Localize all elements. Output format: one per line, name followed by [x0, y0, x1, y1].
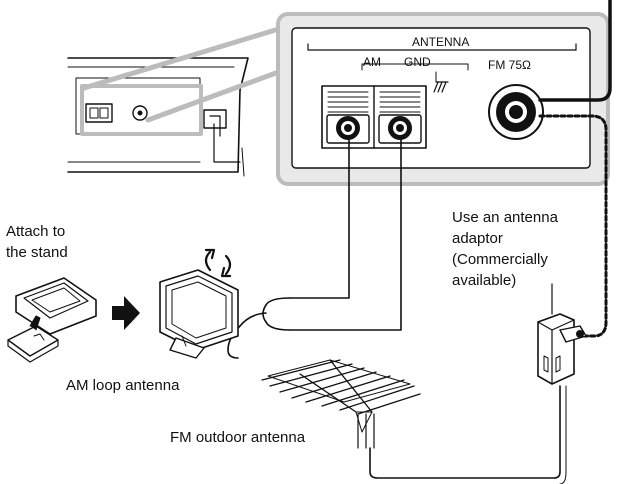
attach-stand-line2: the stand	[6, 244, 68, 261]
fm-dashed-cable	[538, 114, 608, 338]
zoom-callout	[81, 25, 287, 123]
rotate-arrows-icon	[204, 248, 232, 278]
receiver-fm-jack-thumb	[132, 105, 148, 121]
antenna-header-label: ANTENNA	[412, 35, 470, 49]
am-bracket	[361, 63, 469, 71]
adaptor-label-line1: Use an antenna	[452, 209, 558, 226]
fm-outdoor-antenna-icon	[261, 359, 421, 449]
adaptor-label-line2: adaptor	[452, 230, 503, 247]
fm-solid-cable	[538, 0, 612, 102]
am-loop-antenna-label: AM loop antenna	[66, 377, 180, 394]
attach-stand-line1: Attach to	[6, 223, 66, 240]
fm-antenna-cable	[369, 385, 561, 479]
am-gnd-terminal-block	[321, 85, 427, 149]
adaptor-label-line3: (Commercially	[452, 251, 548, 268]
fm-75-ohm-jack	[488, 84, 544, 140]
right-arrow-icon	[112, 296, 140, 330]
loop-antenna-before-icon	[7, 277, 97, 363]
gnd-terminal-label: GND	[404, 55, 431, 69]
ground-symbol-icon	[433, 81, 449, 93]
antenna-adaptor-icon	[537, 313, 587, 385]
fm-jack-label: FM 75Ω	[488, 58, 531, 72]
am-wires	[227, 139, 402, 359]
loop-antenna-assembled-icon	[159, 269, 239, 359]
adaptor-label-line4: available)	[452, 272, 517, 289]
am-terminal-label: AM	[363, 55, 381, 69]
fm-outdoor-antenna-label: FM outdoor antenna	[170, 429, 306, 446]
callout-highlight-box	[80, 84, 203, 136]
